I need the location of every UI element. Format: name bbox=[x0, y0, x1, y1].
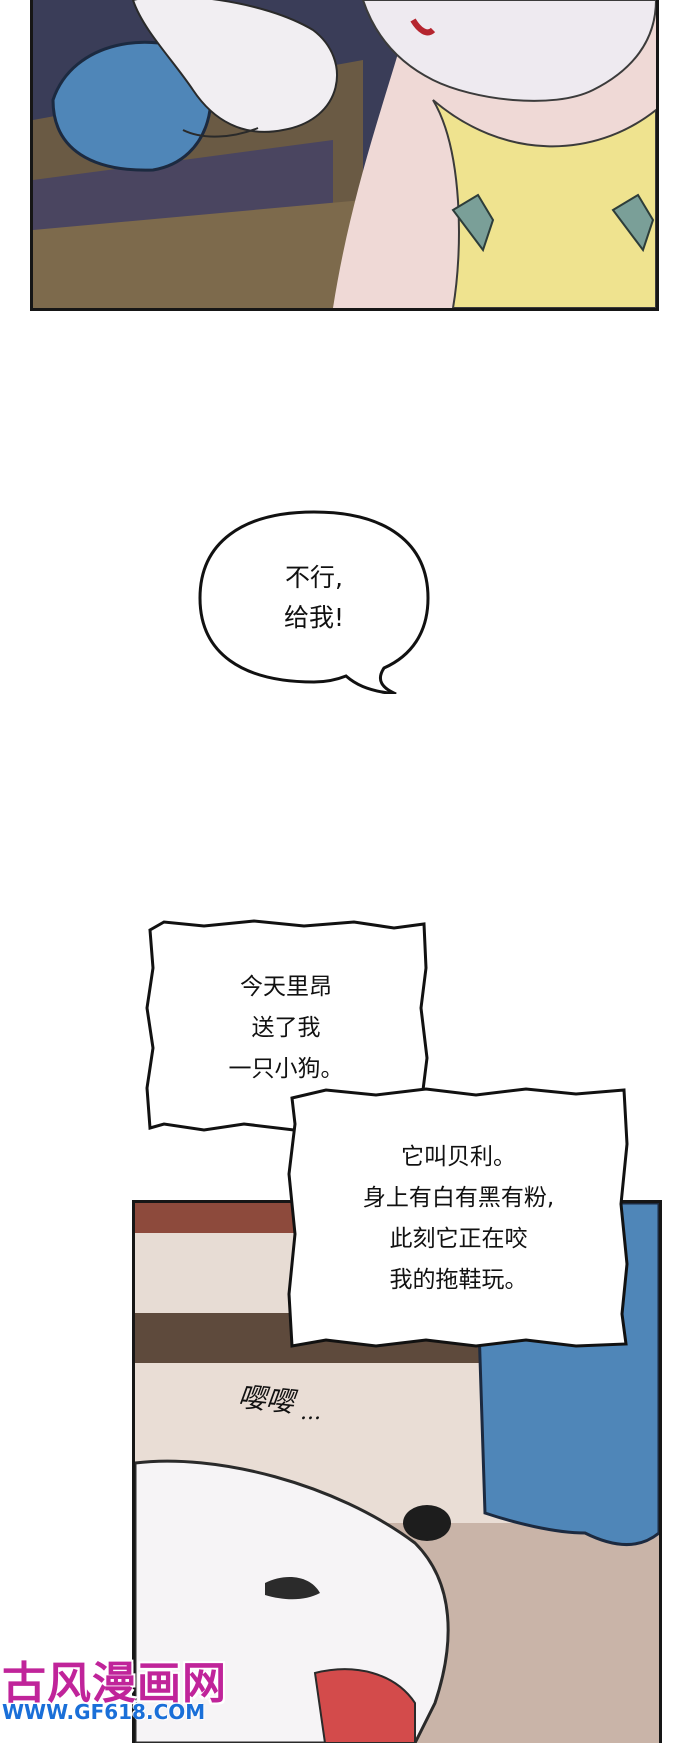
caption-text-1: 今天里昂 送了我 一只小狗。 bbox=[150, 930, 422, 1126]
caption-line: 此刻它正在咬 bbox=[389, 1226, 528, 1252]
caption-line: 我的拖鞋玩。 bbox=[389, 1267, 528, 1293]
caption-box-2 bbox=[287, 1087, 629, 1348]
watermark-url: WWW.GF618.COM bbox=[2, 1700, 206, 1724]
watermark-title: 古风漫画网 bbox=[2, 1658, 227, 1709]
speech-bubble bbox=[198, 510, 430, 694]
sfx-dots: ... bbox=[300, 1400, 321, 1425]
caption-text-2: 它叫贝利。 身上有白有黑有粉, 此刻它正在咬 我的拖鞋玩。 bbox=[292, 1094, 625, 1344]
caption-line: 一只小狗。 bbox=[228, 1055, 344, 1082]
comic-panel-top bbox=[30, 0, 659, 311]
caption-line: 它叫贝利。 bbox=[401, 1144, 516, 1170]
sfx-whimper: 嘤嘤 bbox=[236, 1380, 296, 1419]
speech-line: 给我! bbox=[283, 603, 345, 632]
caption-line: 身上有白有黑有粉, bbox=[362, 1185, 555, 1211]
speech-bubble-text: 不行, 给我! bbox=[196, 508, 432, 688]
caption-line: 今天里昂 bbox=[240, 973, 332, 1000]
speech-line: 不行, bbox=[285, 563, 343, 592]
panel-top-art bbox=[33, 0, 656, 308]
caption-line: 送了我 bbox=[251, 1014, 321, 1041]
